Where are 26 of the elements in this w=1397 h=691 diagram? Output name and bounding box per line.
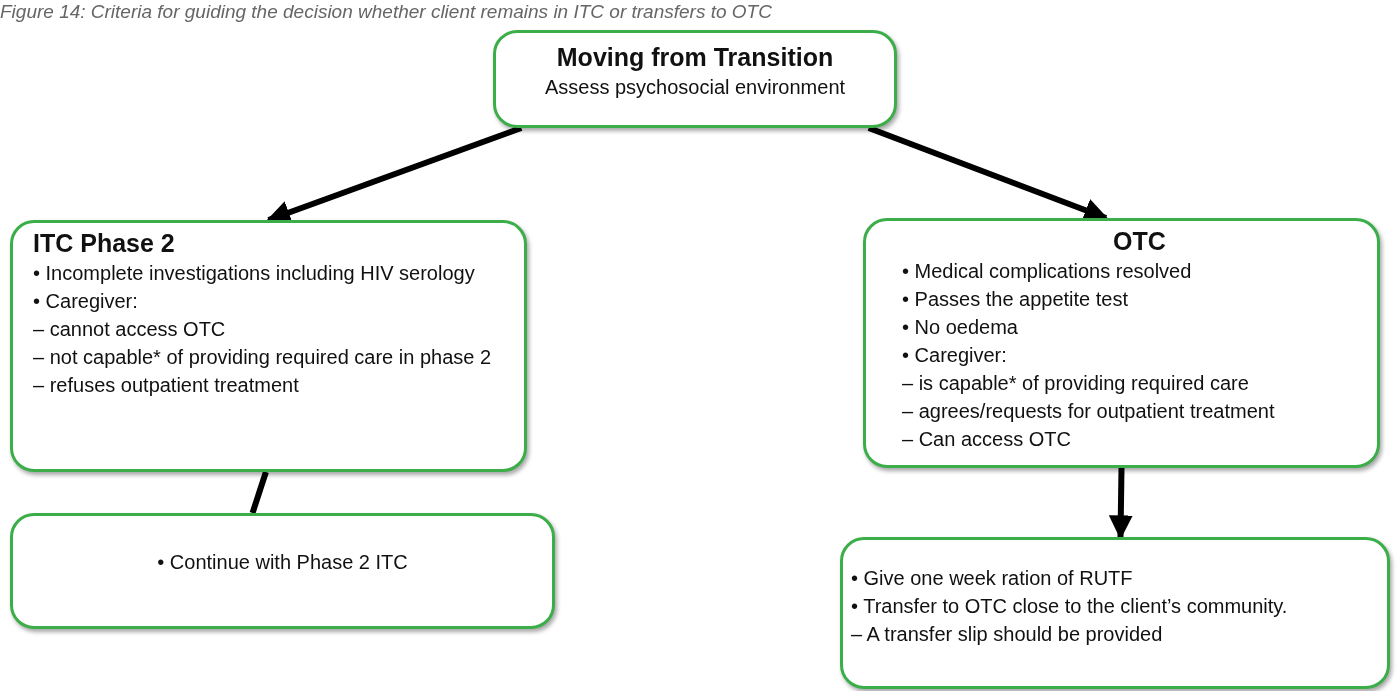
box-heading: Moving from Transition bbox=[556, 42, 834, 73]
box-text: • Passes the appetite test bbox=[902, 287, 1130, 312]
box-text: – A transfer slip should be provided bbox=[851, 622, 1164, 647]
process-box bbox=[10, 220, 527, 472]
box-text: • Caregiver: bbox=[902, 343, 1008, 368]
process-box bbox=[840, 537, 1390, 689]
box-text: – is capable* of providing required care bbox=[902, 371, 1250, 396]
process-box bbox=[10, 513, 555, 629]
box-text: • No oedema bbox=[902, 315, 1019, 340]
box-text: – not capable* of providing required care in phase 2 bbox=[33, 345, 493, 370]
box-heading: ITC Phase 2 bbox=[33, 228, 176, 259]
box-heading: OTC bbox=[1113, 226, 1166, 257]
box-text: • Transfer to OTC close to the client’s community. bbox=[851, 594, 1289, 619]
box-text: • Caregiver: bbox=[33, 289, 139, 314]
box-text: • Incomplete investigations including HIV serology bbox=[33, 261, 476, 286]
box-text: • Medical complications resolved bbox=[902, 259, 1193, 284]
box-text: • Give one week ration of RUTF bbox=[851, 566, 1134, 591]
box-text: Assess psychosocial environment bbox=[544, 75, 846, 100]
box-text: – Can access OTC bbox=[902, 427, 1072, 452]
process-box bbox=[493, 30, 897, 128]
box-text: • Continue with Phase 2 ITC bbox=[157, 550, 408, 575]
box-text: – cannot access OTC bbox=[33, 317, 227, 342]
process-box bbox=[863, 218, 1380, 468]
box-text: – refuses outpatient treatment bbox=[33, 373, 300, 398]
box-text: – agrees/requests for outpatient treatment bbox=[902, 399, 1276, 424]
figure-title: Figure 14: Criteria for guiding the decision whether client remains in ITC or transfers to OTC bbox=[0, 0, 772, 24]
